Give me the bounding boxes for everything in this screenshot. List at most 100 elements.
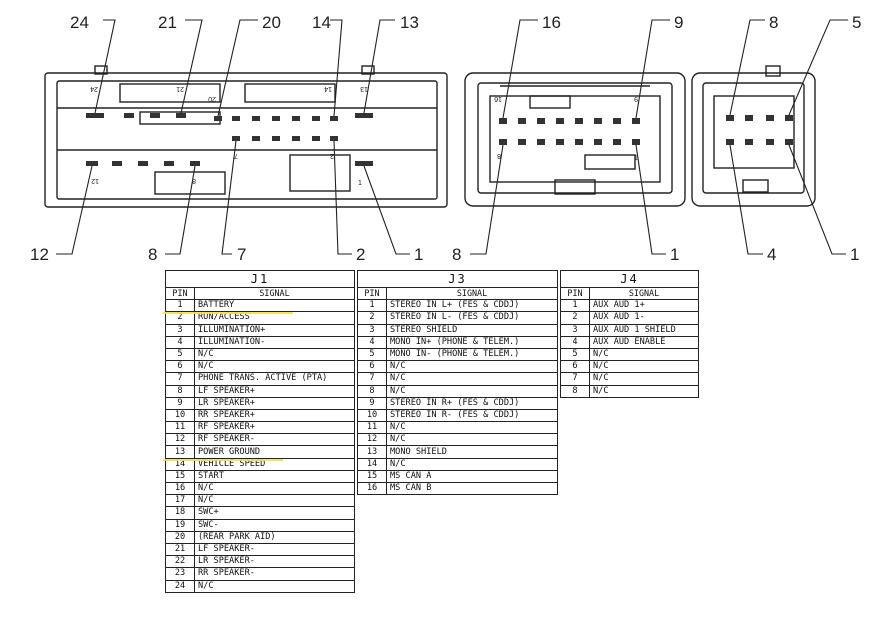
pin-number: 15 xyxy=(357,469,387,484)
callout-label: 5 xyxy=(852,13,861,32)
callout-label: 12 xyxy=(30,245,49,264)
signal-name: N/C xyxy=(194,360,355,374)
signal-name: STEREO IN L+ (FES & CDDJ) xyxy=(386,299,558,313)
signal-name: AUX AUD 1 SHIELD xyxy=(589,323,699,337)
callout-label: 8 xyxy=(148,245,157,264)
signal-name: LR SPEAKER+ xyxy=(194,396,355,410)
signal-name: N/C xyxy=(589,347,699,362)
pin-number: 8 xyxy=(165,384,195,398)
j3-pins xyxy=(499,118,640,145)
signal-name: MS CAN B xyxy=(386,481,558,496)
j1-pins xyxy=(86,113,373,166)
pin-label: 2 xyxy=(330,152,334,159)
callout-label: 2 xyxy=(356,245,365,264)
signal-name: MONO SHIELD xyxy=(386,445,558,459)
pin-label: 8 xyxy=(192,177,196,184)
pin-number: 14 xyxy=(357,457,387,471)
signal-name: STEREO IN L- (FES & CDDJ) xyxy=(386,311,558,325)
pin-number: 22 xyxy=(165,555,195,569)
pin-number: 3 xyxy=(560,323,590,337)
signal-header: SIGNAL xyxy=(194,286,355,301)
pin-number: 5 xyxy=(560,347,590,362)
connector-diagram: 24 21 20 14 13 12 8 7 2 1 16 9 8 1 xyxy=(30,13,861,264)
callout-numbers: 24 21 20 14 13 12 8 7 2 1 16 9 8 1 8 5 4… xyxy=(30,13,861,264)
signal-name: START xyxy=(194,469,355,484)
pin-number: 5 xyxy=(357,347,387,362)
pin-label: 1 xyxy=(634,155,638,162)
pin-number: 11 xyxy=(357,421,387,435)
connector-pin-labels: 24 21 20 14 13 12 8 7 2 1 16 9 8 1 xyxy=(90,85,638,187)
pin-number: 10 xyxy=(165,408,195,423)
pin-number: 13 xyxy=(357,445,387,459)
signal-name: LF SPEAKER+ xyxy=(194,384,355,398)
pin-number: 8 xyxy=(357,384,387,398)
j1-connector xyxy=(44,65,448,208)
pin-number: 8 xyxy=(560,384,590,398)
pin-number: 16 xyxy=(357,481,387,496)
pin-number: 23 xyxy=(165,567,195,581)
pin-number: 4 xyxy=(165,335,195,349)
callout-label: 7 xyxy=(237,245,246,264)
j4-connector xyxy=(691,65,816,207)
pin-number: 3 xyxy=(165,323,195,337)
pin-number: 9 xyxy=(165,396,195,410)
callout-label: 1 xyxy=(850,245,859,264)
j4-pins xyxy=(726,115,793,145)
highlight-battery xyxy=(163,312,293,314)
pin-number: 5 xyxy=(165,347,195,362)
pin-label: 24 xyxy=(90,85,98,92)
pin-number: 16 xyxy=(165,481,195,496)
signal-name: N/C xyxy=(386,433,558,447)
pin-number: 18 xyxy=(165,506,195,520)
pin-number: 11 xyxy=(165,421,195,435)
pin-number: 1 xyxy=(357,299,387,313)
signal-name: STEREO IN R- (FES & CDDJ) xyxy=(386,408,558,423)
pin-number: 3 xyxy=(357,323,387,337)
pin-number: 1 xyxy=(165,299,195,313)
signal-name: RF SPEAKER+ xyxy=(194,421,355,435)
pin-number: 21 xyxy=(165,542,195,557)
signal-name: AUX AUD 1+ xyxy=(589,299,699,313)
pin-number: 17 xyxy=(165,494,195,508)
pin-header: PIN xyxy=(165,286,195,301)
signal-name: MONO IN+ (PHONE & TELEM.) xyxy=(386,335,558,349)
pin-label: 14 xyxy=(324,85,332,92)
signal-name: SWC+ xyxy=(194,506,355,520)
callout-label: 13 xyxy=(400,13,419,32)
callout-label: 8 xyxy=(769,13,778,32)
pin-number: 2 xyxy=(560,311,590,325)
signal-name: STEREO SHIELD xyxy=(386,323,558,337)
pin-number: 4 xyxy=(357,335,387,349)
pin-number: 12 xyxy=(165,433,195,447)
callout-label: 21 xyxy=(158,13,177,32)
j3-title: J3 xyxy=(357,270,558,288)
callout-label: 8 xyxy=(452,245,461,264)
pin-header: PIN xyxy=(560,286,590,301)
